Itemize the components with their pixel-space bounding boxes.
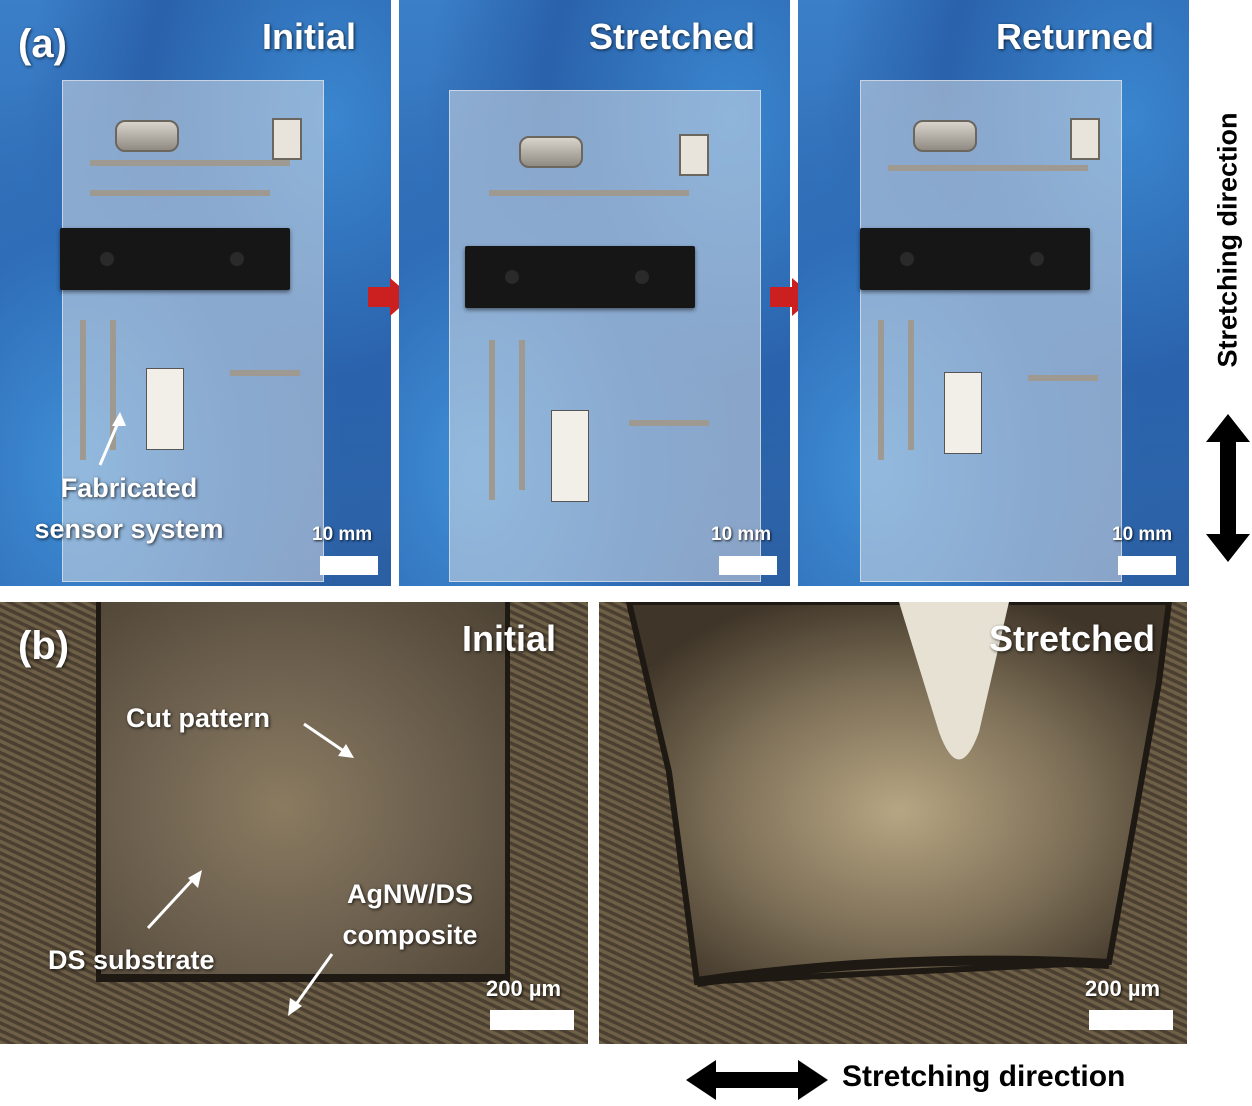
- led-array: [146, 368, 184, 450]
- micrograph-stretched: Stretched 200 µm: [599, 602, 1187, 1044]
- scale-label: 200 µm: [1085, 976, 1161, 1001]
- circuit-trace: [90, 160, 290, 166]
- tactile-button: [679, 134, 709, 176]
- vertical-double-arrow: [1206, 414, 1250, 562]
- circuit-trace: [489, 340, 495, 500]
- circuit-trace: [519, 340, 525, 490]
- fabricated-sensor-annotation: Fabricated sensor system: [34, 473, 224, 544]
- scale-bar: [320, 556, 378, 575]
- frame-title: Stretched: [589, 16, 756, 57]
- panel-label: (a): [18, 22, 67, 66]
- cut-pattern-label: Cut pattern: [126, 703, 270, 733]
- scale-label: 10 mm: [1112, 524, 1173, 545]
- frame-title: Initial: [262, 16, 357, 57]
- frame-title: Stretched: [989, 618, 1156, 659]
- agnw-composite-region: [498, 602, 588, 1044]
- circuit-trace: [629, 420, 709, 426]
- composite-label: AgNW/DS composite: [342, 879, 478, 950]
- ds-substrate-label: DS substrate: [48, 945, 215, 975]
- circuit-trace: [489, 190, 689, 196]
- crystal-oscillator: [115, 120, 179, 152]
- stretchable-film: [449, 90, 761, 582]
- circuit-trace: [908, 320, 914, 450]
- ds-substrate-region: [625, 602, 1173, 987]
- circuit-trace: [110, 320, 116, 450]
- panel-label: (b): [18, 624, 70, 668]
- annotation-arrow: [303, 722, 354, 758]
- ds-substrate-region: [96, 602, 510, 982]
- scale-bar: [1118, 556, 1176, 575]
- scale-bar: [1089, 1010, 1173, 1030]
- tactile-button: [272, 118, 302, 160]
- photo-initial-device: Initial (a) Fabricated sensor system 10 …: [0, 0, 391, 586]
- circuit-trace: [230, 370, 300, 376]
- circuit-trace: [80, 320, 86, 460]
- annotation-arrow: [146, 870, 202, 930]
- vertical-direction-label: Stretching direction: [1212, 112, 1243, 368]
- circuit-trace: [90, 190, 270, 196]
- frame-title: Initial: [462, 618, 557, 659]
- micrograph-initial: (b) Initial Cut pattern AgNW/DS composit…: [0, 602, 588, 1044]
- microcontroller-chip: [60, 228, 290, 290]
- annotation-arrow: [288, 953, 334, 1016]
- circuit-trace: [888, 165, 1088, 171]
- frame-title: Returned: [996, 16, 1155, 57]
- circuit-trace: [1028, 375, 1098, 381]
- crystal-oscillator: [913, 120, 977, 152]
- scale-bar: [490, 1010, 574, 1030]
- photo-returned-device: Returned 10 mm: [798, 0, 1189, 586]
- scale-bar: [719, 556, 777, 575]
- horizontal-double-arrow: [686, 1060, 828, 1100]
- circuit-trace: [878, 320, 884, 460]
- microcontroller-chip: [860, 228, 1090, 290]
- stretchable-film: [860, 80, 1122, 582]
- annotation-arrow: [98, 412, 126, 466]
- scale-label: 10 mm: [312, 524, 373, 545]
- photo-stretched-device: Stretched 10 mm: [399, 0, 790, 586]
- scale-label: 200 µm: [486, 976, 562, 1001]
- tactile-button: [1070, 118, 1100, 160]
- scale-label: 10 mm: [711, 524, 772, 545]
- agnw-composite-region: [0, 602, 100, 1044]
- led-array: [944, 372, 982, 454]
- crystal-oscillator: [519, 136, 583, 168]
- led-array: [551, 410, 589, 502]
- microcontroller-chip: [465, 246, 695, 308]
- horizontal-direction-label: Stretching direction: [842, 1060, 1126, 1093]
